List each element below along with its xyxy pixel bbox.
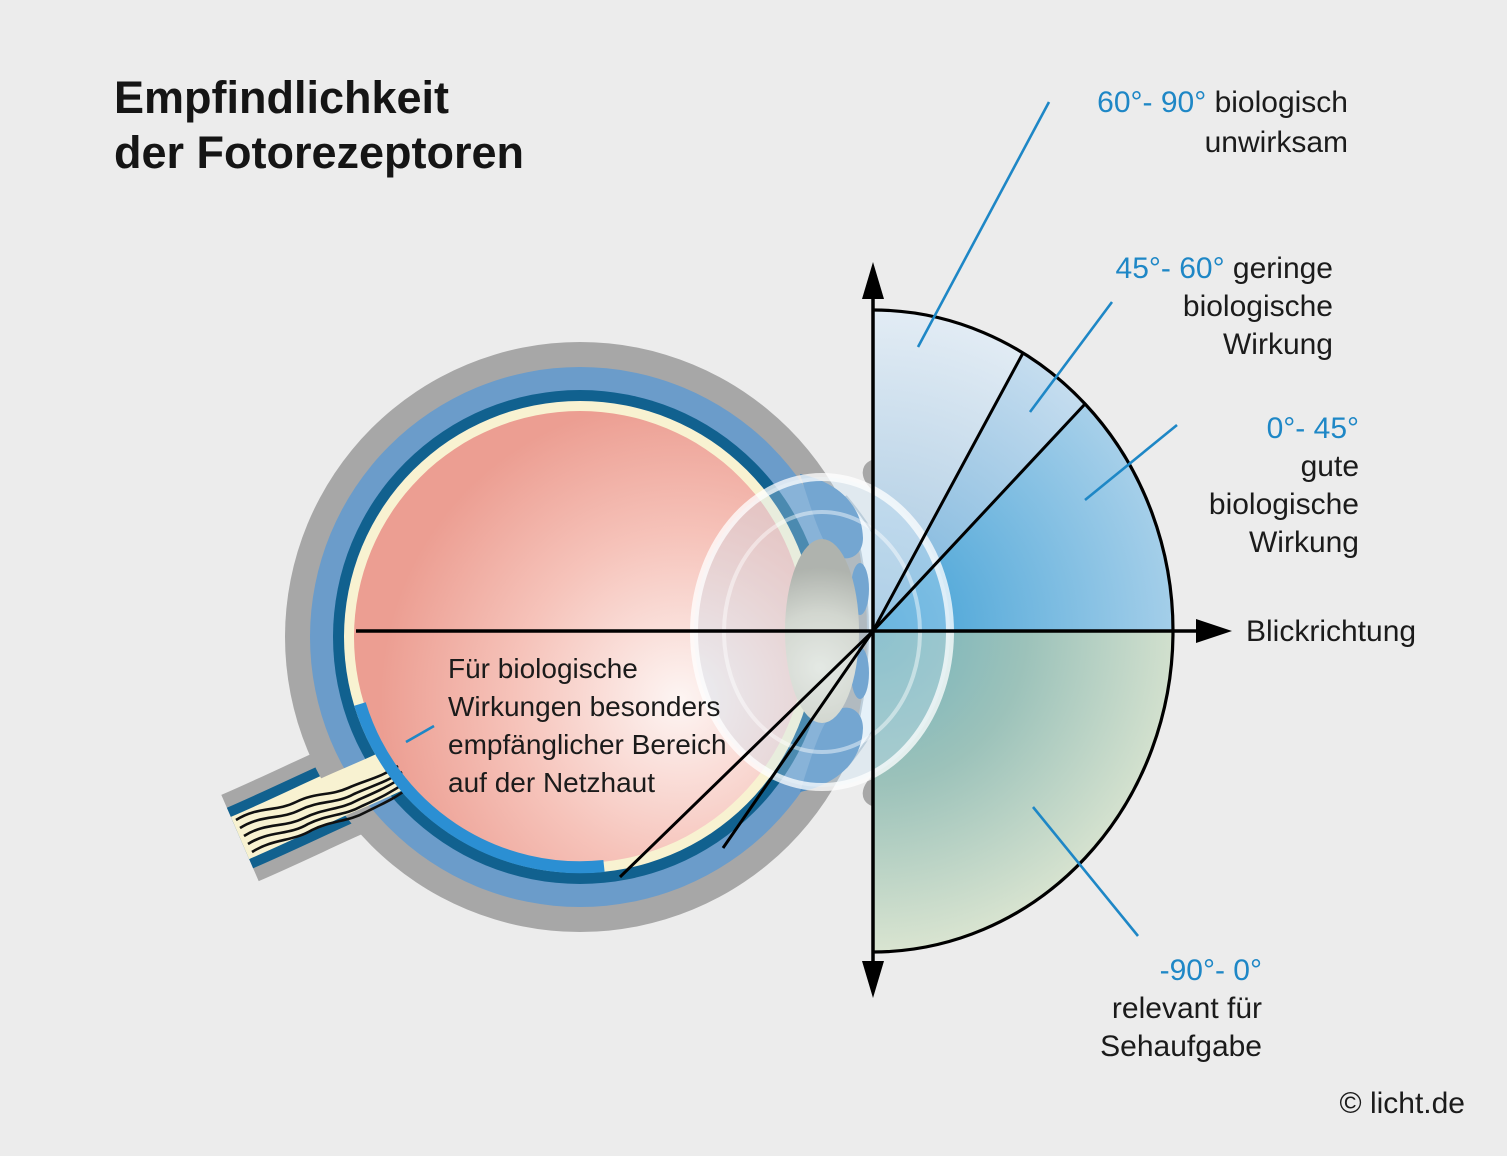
arrowhead-right-icon <box>1196 619 1232 643</box>
vitreous-body <box>354 411 806 863</box>
angle-range-45-60: 45°- 60° <box>1115 252 1225 285</box>
iris-upper <box>800 474 863 559</box>
callout-line-minus90-0 <box>1031 806 1140 937</box>
callout-line-45-60 <box>1028 301 1114 413</box>
label-text: Wirkung <box>1248 526 1359 559</box>
title-line-2: der Fotorezeptoren <box>114 127 525 178</box>
note-line-1: Für biologische <box>448 653 638 684</box>
angle-sectors <box>872 308 1175 954</box>
arrowhead-up-icon <box>862 262 884 299</box>
label-sector-45-60: 45°- 60° geringe biologische Wirkung <box>1116 250 1333 364</box>
label-text: Sehaufgabe <box>1100 1030 1262 1063</box>
label-text: biologische <box>1208 488 1359 521</box>
sector-60-90 <box>873 310 1023 631</box>
label-sector-60-90: 60°- 90° biologisch unwirksam <box>1097 83 1348 163</box>
retina-note: Für biologische Wirkungen besonders empf… <box>448 650 727 802</box>
callout-lines <box>405 101 1178 937</box>
callout-line-0-45 <box>1084 423 1178 502</box>
angle-range-minus90-0: -90°- 0° <box>1159 954 1262 987</box>
label-sector-0-45: 0°- 45° gute biologische Wirkung <box>1209 410 1359 562</box>
page-title: Empfindlichkeit der Fotorezeptoren <box>114 70 524 180</box>
callout-dash-retina-note <box>405 724 435 744</box>
label-text: Wirkung <box>1222 328 1333 361</box>
axes <box>356 262 1232 998</box>
angle-range-0-45: 0°- 45° <box>1266 412 1359 445</box>
sector-45-60 <box>873 353 1085 631</box>
label-text: gute <box>1300 450 1359 483</box>
axis-label-blickrichtung: Blickrichtung <box>1246 615 1417 648</box>
note-line-4: auf der Netzhaut <box>448 767 656 798</box>
label-text: unwirksam <box>1204 126 1348 159</box>
retina-sensitive-region-arc <box>354 702 605 874</box>
label-line: 45°- 60° geringe <box>1116 250 1333 288</box>
label-text: geringe <box>1224 252 1333 285</box>
note-line-3: empfänglicher Bereich <box>448 729 727 760</box>
sector-0-45 <box>873 404 1173 631</box>
eye-cross-section <box>221 342 914 932</box>
iris-lower <box>800 707 863 792</box>
note-line-2: Wirkungen besonders <box>448 691 721 722</box>
copyright-credit: © licht.de <box>1339 1087 1466 1120</box>
label-line: 60°- 90° biologisch <box>1097 83 1348 123</box>
label-text: biologisch <box>1206 86 1348 119</box>
sector-minus90-0 <box>873 631 1173 952</box>
angle-range-60-90: 60°- 90° <box>1097 86 1207 119</box>
nerve-fibers <box>235 764 409 854</box>
label-text: biologische <box>1182 290 1333 323</box>
label-text: relevant für <box>1111 992 1262 1025</box>
callout-line-60-90 <box>916 101 1051 348</box>
label-sector-minus90-0: -90°- 0° relevant für Sehaufgabe <box>1100 952 1262 1066</box>
arrowhead-down-icon <box>862 961 884 998</box>
title-line-1: Empfindlichkeit <box>114 72 450 123</box>
